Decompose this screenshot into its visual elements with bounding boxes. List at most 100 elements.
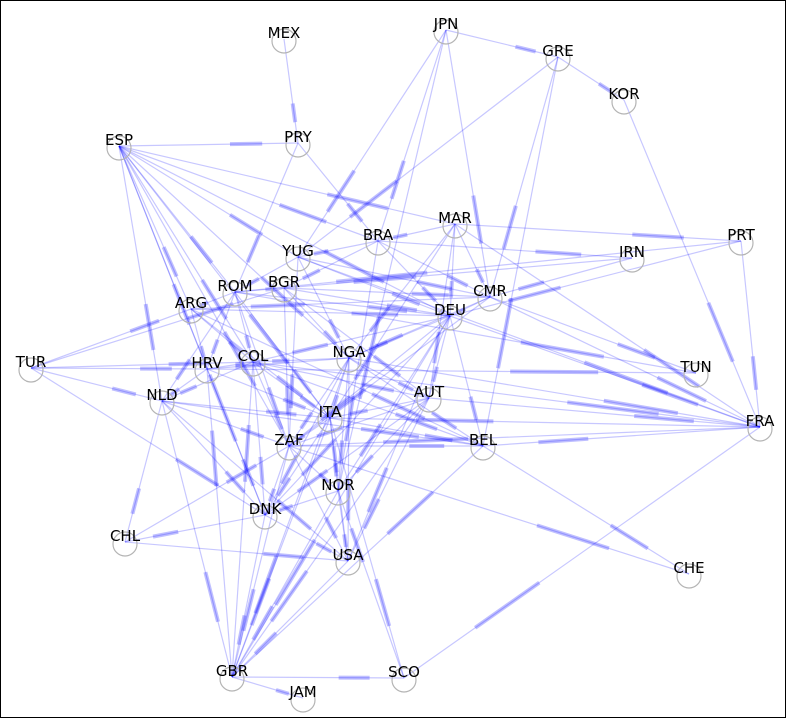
edge-direction-marker [210, 339, 220, 355]
node-label: NLD [146, 386, 177, 404]
edge-line [445, 29, 559, 58]
node-tur[interactable]: TUR [15, 353, 47, 383]
node-dnk[interactable]: DNK [249, 500, 283, 530]
node-tun[interactable]: TUN [679, 358, 712, 388]
edge-direction-marker [357, 315, 381, 400]
node-gbr[interactable]: GBR [216, 662, 248, 692]
edge-line [234, 142, 299, 293]
edge-line [337, 357, 350, 492]
edge-line [449, 315, 761, 428]
edge-direction-marker [344, 395, 356, 442]
edge-line [161, 400, 290, 447]
edge-line [288, 296, 491, 447]
edge-direction-marker [282, 397, 307, 411]
node-aut[interactable]: AUT [414, 383, 445, 413]
edge-direction-marker [656, 375, 707, 403]
node-irn[interactable]: IRN [619, 243, 645, 273]
node-fra[interactable]: FRA [746, 412, 775, 442]
node-cmr[interactable]: CMR [473, 282, 507, 312]
edge-direction-marker [235, 362, 262, 369]
edge-direction-marker [265, 286, 275, 292]
edge-line [264, 445, 290, 516]
edge-bgr-nga [283, 287, 350, 359]
node-bgr[interactable]: BGR [268, 273, 300, 303]
edge-line [348, 357, 484, 447]
node-circle [149, 390, 175, 416]
node-ita[interactable]: ITA [317, 403, 343, 433]
node-bra[interactable]: BRA [363, 226, 394, 256]
edge-direction-marker [360, 426, 420, 439]
edge-direction-marker [130, 487, 141, 515]
node-label: NGA [332, 343, 366, 361]
node-mex[interactable]: MEX [268, 24, 301, 54]
node-arg[interactable]: ARG [175, 294, 207, 324]
edge-line [288, 417, 331, 447]
edge-line [482, 56, 559, 447]
node-chl[interactable]: CHL [110, 527, 141, 557]
node-bel[interactable]: BEL [469, 431, 498, 461]
node-label: PRT [727, 226, 755, 244]
node-kor[interactable]: KOR [608, 85, 640, 115]
edge-jpn-nor [337, 29, 447, 492]
edge-tur-nld [30, 367, 163, 402]
node-che[interactable]: CHE [673, 559, 705, 589]
edge-line [234, 291, 254, 363]
node-nld[interactable]: NLD [146, 386, 178, 416]
edge-rom-deu [234, 291, 451, 317]
edge-cmr-tun [489, 296, 697, 374]
node-deu[interactable]: DEU [434, 301, 466, 331]
node-label: USA [332, 546, 364, 564]
edge-line [231, 560, 349, 678]
edge-line [297, 256, 491, 298]
edge-mar-fra [454, 223, 761, 428]
edge-direction-marker [517, 280, 545, 292]
node-prt[interactable]: PRT [727, 226, 756, 256]
edge-nld-ita [161, 400, 331, 419]
edge-direction-marker [332, 463, 339, 477]
node-nor[interactable]: NOR [321, 476, 355, 506]
edge-hrv-nld [161, 368, 208, 402]
node-jpn[interactable]: JPN [433, 15, 459, 45]
edge-direction-marker [319, 395, 352, 422]
node-label: JAM [288, 683, 316, 701]
edge-direction-marker [241, 458, 256, 487]
node-nga[interactable]: NGA [332, 343, 366, 373]
node-esp[interactable]: ESP [105, 131, 133, 161]
edge-usa-ita [329, 417, 349, 562]
node-label: MAR [438, 209, 472, 227]
node-zaf[interactable]: ZAF [274, 431, 304, 461]
edge-line [454, 223, 742, 242]
node-col[interactable]: COL [238, 347, 269, 377]
edge-line [329, 417, 761, 428]
edge-mar-deu [449, 223, 456, 317]
node-pry[interactable]: PRY [284, 128, 313, 158]
node-gre[interactable]: GRE [542, 42, 574, 72]
edge-direction-marker [161, 246, 179, 278]
node-mar[interactable]: MAR [438, 209, 472, 239]
node-label: COL [238, 347, 269, 365]
node-label: GRE [542, 42, 574, 60]
edge-line [454, 223, 761, 428]
node-rom[interactable]: ROM [217, 277, 253, 307]
edge-direction-marker [325, 169, 356, 213]
edge-aut-gbr [231, 397, 430, 678]
edge-line [377, 240, 451, 317]
edge-line [283, 287, 491, 298]
edge-direction-marker [431, 366, 439, 383]
edge-rom-nld [161, 291, 236, 402]
edge-line [329, 223, 456, 419]
node-usa[interactable]: USA [332, 546, 364, 576]
edge-col-zaf [252, 361, 290, 447]
edge-direction-marker [263, 551, 304, 560]
edge-line [118, 142, 299, 147]
edge-line [234, 240, 742, 293]
edge-bra-irn [377, 240, 633, 259]
edge-direction-marker [468, 396, 479, 421]
node-sco[interactable]: SCO [388, 663, 420, 693]
edge-bra-nor [337, 240, 379, 492]
node-hrv[interactable]: HRV [191, 354, 223, 384]
node-yug[interactable]: YUG [281, 242, 314, 272]
edge-line [337, 315, 451, 492]
node-jam[interactable]: JAM [288, 683, 317, 713]
